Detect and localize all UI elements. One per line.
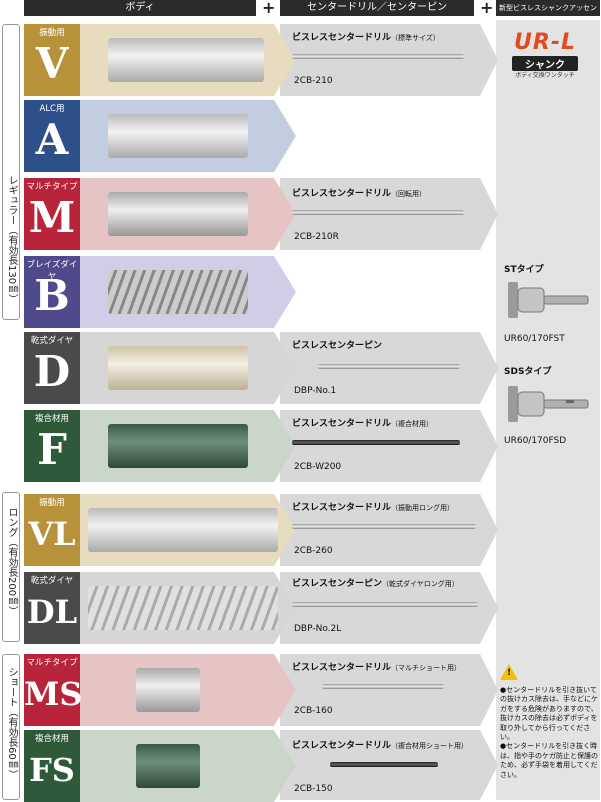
drill-code-2: 2CB-210R [294, 232, 339, 242]
core-bit-body-image [108, 270, 248, 314]
header-center-drill: センタードリル／センターピン [280, 0, 474, 16]
core-bit-body-image [136, 744, 200, 788]
header-body: ボディ [24, 0, 256, 16]
drill-code-8: 2CB-150 [294, 784, 333, 794]
core-bit-body-image [88, 508, 278, 552]
drill-code-6: DBP-No.2L [294, 624, 342, 634]
warning-icon-mark: ! [507, 668, 512, 678]
drill-code-7: 2CB-160 [294, 706, 333, 716]
center-band-4-arrow [480, 410, 498, 482]
shank-st-label: STタイプ [504, 265, 544, 275]
header-shank: 新型ビスレスシャンクアッセンブリー [496, 0, 600, 28]
drill-title-2: ビスレスセンタードリル（回転用） [292, 189, 427, 199]
plus-sign-2: + [480, 0, 494, 17]
body-row-vl: 振動用 VL [24, 494, 296, 566]
warning-icon [500, 664, 518, 680]
body-row-dl: 乾式ダイヤ DL [24, 572, 296, 644]
center-band-8-arrow [480, 730, 498, 800]
core-bit-body-image [108, 192, 248, 236]
body-row-fs: 複合材用 FS [24, 730, 296, 802]
center-drill-image [292, 440, 460, 445]
body-row-a: ALC用 A [24, 100, 296, 172]
st-shank-image [508, 282, 589, 318]
center-band-5-arrow [480, 494, 498, 566]
center-drill-image [292, 524, 476, 529]
center-band-5 [280, 494, 480, 566]
body-row-f: 複合材用 F [24, 410, 296, 482]
badge-f: 複合材用 F [24, 410, 80, 482]
caution-text: ●センタードリルを引き抜いての抜けカス除去は、手などにケガをする危険がありますの… [500, 686, 598, 779]
core-bit-body-image [136, 668, 200, 712]
center-drill-image [330, 762, 438, 767]
center-band-6-arrow [480, 572, 498, 644]
drill-title-3: ビスレスセンターピン [292, 341, 383, 351]
badge-v: 振動用 V [24, 24, 80, 96]
badge-m: マルチタイプ M [24, 178, 80, 250]
core-bit-body-image [108, 114, 248, 158]
shank-sds-label: SDSタイプ [504, 367, 552, 377]
center-band-7-arrow [480, 654, 498, 726]
body-row-v: 振動用 V [24, 24, 296, 96]
badge-dl: 乾式ダイヤ DL [24, 572, 80, 644]
drill-code-3: DBP-No.1 [294, 386, 337, 396]
sds-shank-image [508, 386, 589, 422]
drill-title-4: ビスレスセンタードリル（複合材用） [292, 419, 434, 429]
center-band-1 [280, 24, 480, 96]
center-drill-image [292, 54, 464, 59]
shank-st-code: UR60/170FST [504, 334, 565, 344]
badge-ms: マルチタイプ MS [24, 654, 83, 726]
drill-title-7: ビスレスセンタードリル（マルチショート用） [292, 663, 462, 673]
body-row-m: マルチタイプ M [24, 178, 296, 250]
drill-title-6: ビスレスセンターピン（乾式ダイヤロング用） [292, 579, 459, 589]
group-short-label: ショート（有効長60㎜） [2, 654, 20, 800]
group-long-label: ロング（有効長200㎜） [2, 492, 20, 642]
drill-code-5: 2CB-260 [294, 546, 333, 556]
body-row-d: 乾式ダイヤ D [24, 332, 296, 404]
badge-fs: 複合材用 FS [24, 730, 80, 802]
shank-sds-code: UR60/170FSD [504, 436, 567, 446]
core-bit-body-image [108, 424, 248, 468]
center-band-7 [280, 654, 480, 726]
group-regular-label: レギュラー（有効長130㎜） [2, 24, 20, 320]
badge-vl: 振動用 VL [24, 494, 80, 566]
ur-l-shank-logo: UR-L シャンク ボディ交換ワンタッチ [508, 30, 582, 82]
badge-a: ALC用 A [24, 100, 80, 172]
badge-d: 乾式ダイヤ D [24, 332, 80, 404]
plus-sign-1: + [262, 0, 276, 17]
center-band-4 [280, 410, 480, 482]
center-pin-image [292, 602, 478, 607]
center-pin-image [318, 364, 460, 369]
center-band-6 [280, 572, 480, 644]
center-band-3-arrow [480, 332, 498, 404]
core-bit-body-image [108, 346, 248, 390]
center-band-1-arrow [480, 24, 498, 96]
core-bit-body-image [88, 586, 278, 630]
drill-title-1: ビスレスセンタードリル（標準サイズ） [292, 33, 440, 43]
core-bit-body-image [108, 38, 264, 82]
badge-b: ブレイズダイヤ B [24, 256, 80, 328]
center-drill-image [292, 210, 464, 215]
center-drill-image [322, 684, 444, 689]
body-row-ms: マルチタイプ MS [24, 654, 296, 726]
body-row-b: ブレイズダイヤ B [24, 256, 296, 328]
center-band-2-arrow [480, 178, 498, 250]
drill-code-1: 2CB-210 [294, 76, 333, 86]
drill-code-4: 2CB-W200 [294, 462, 342, 472]
drill-title-8: ビスレスセンタードリル（複合材用ショート用） [292, 741, 469, 751]
drill-title-5: ビスレスセンタードリル（振動用ロング用） [292, 503, 455, 513]
